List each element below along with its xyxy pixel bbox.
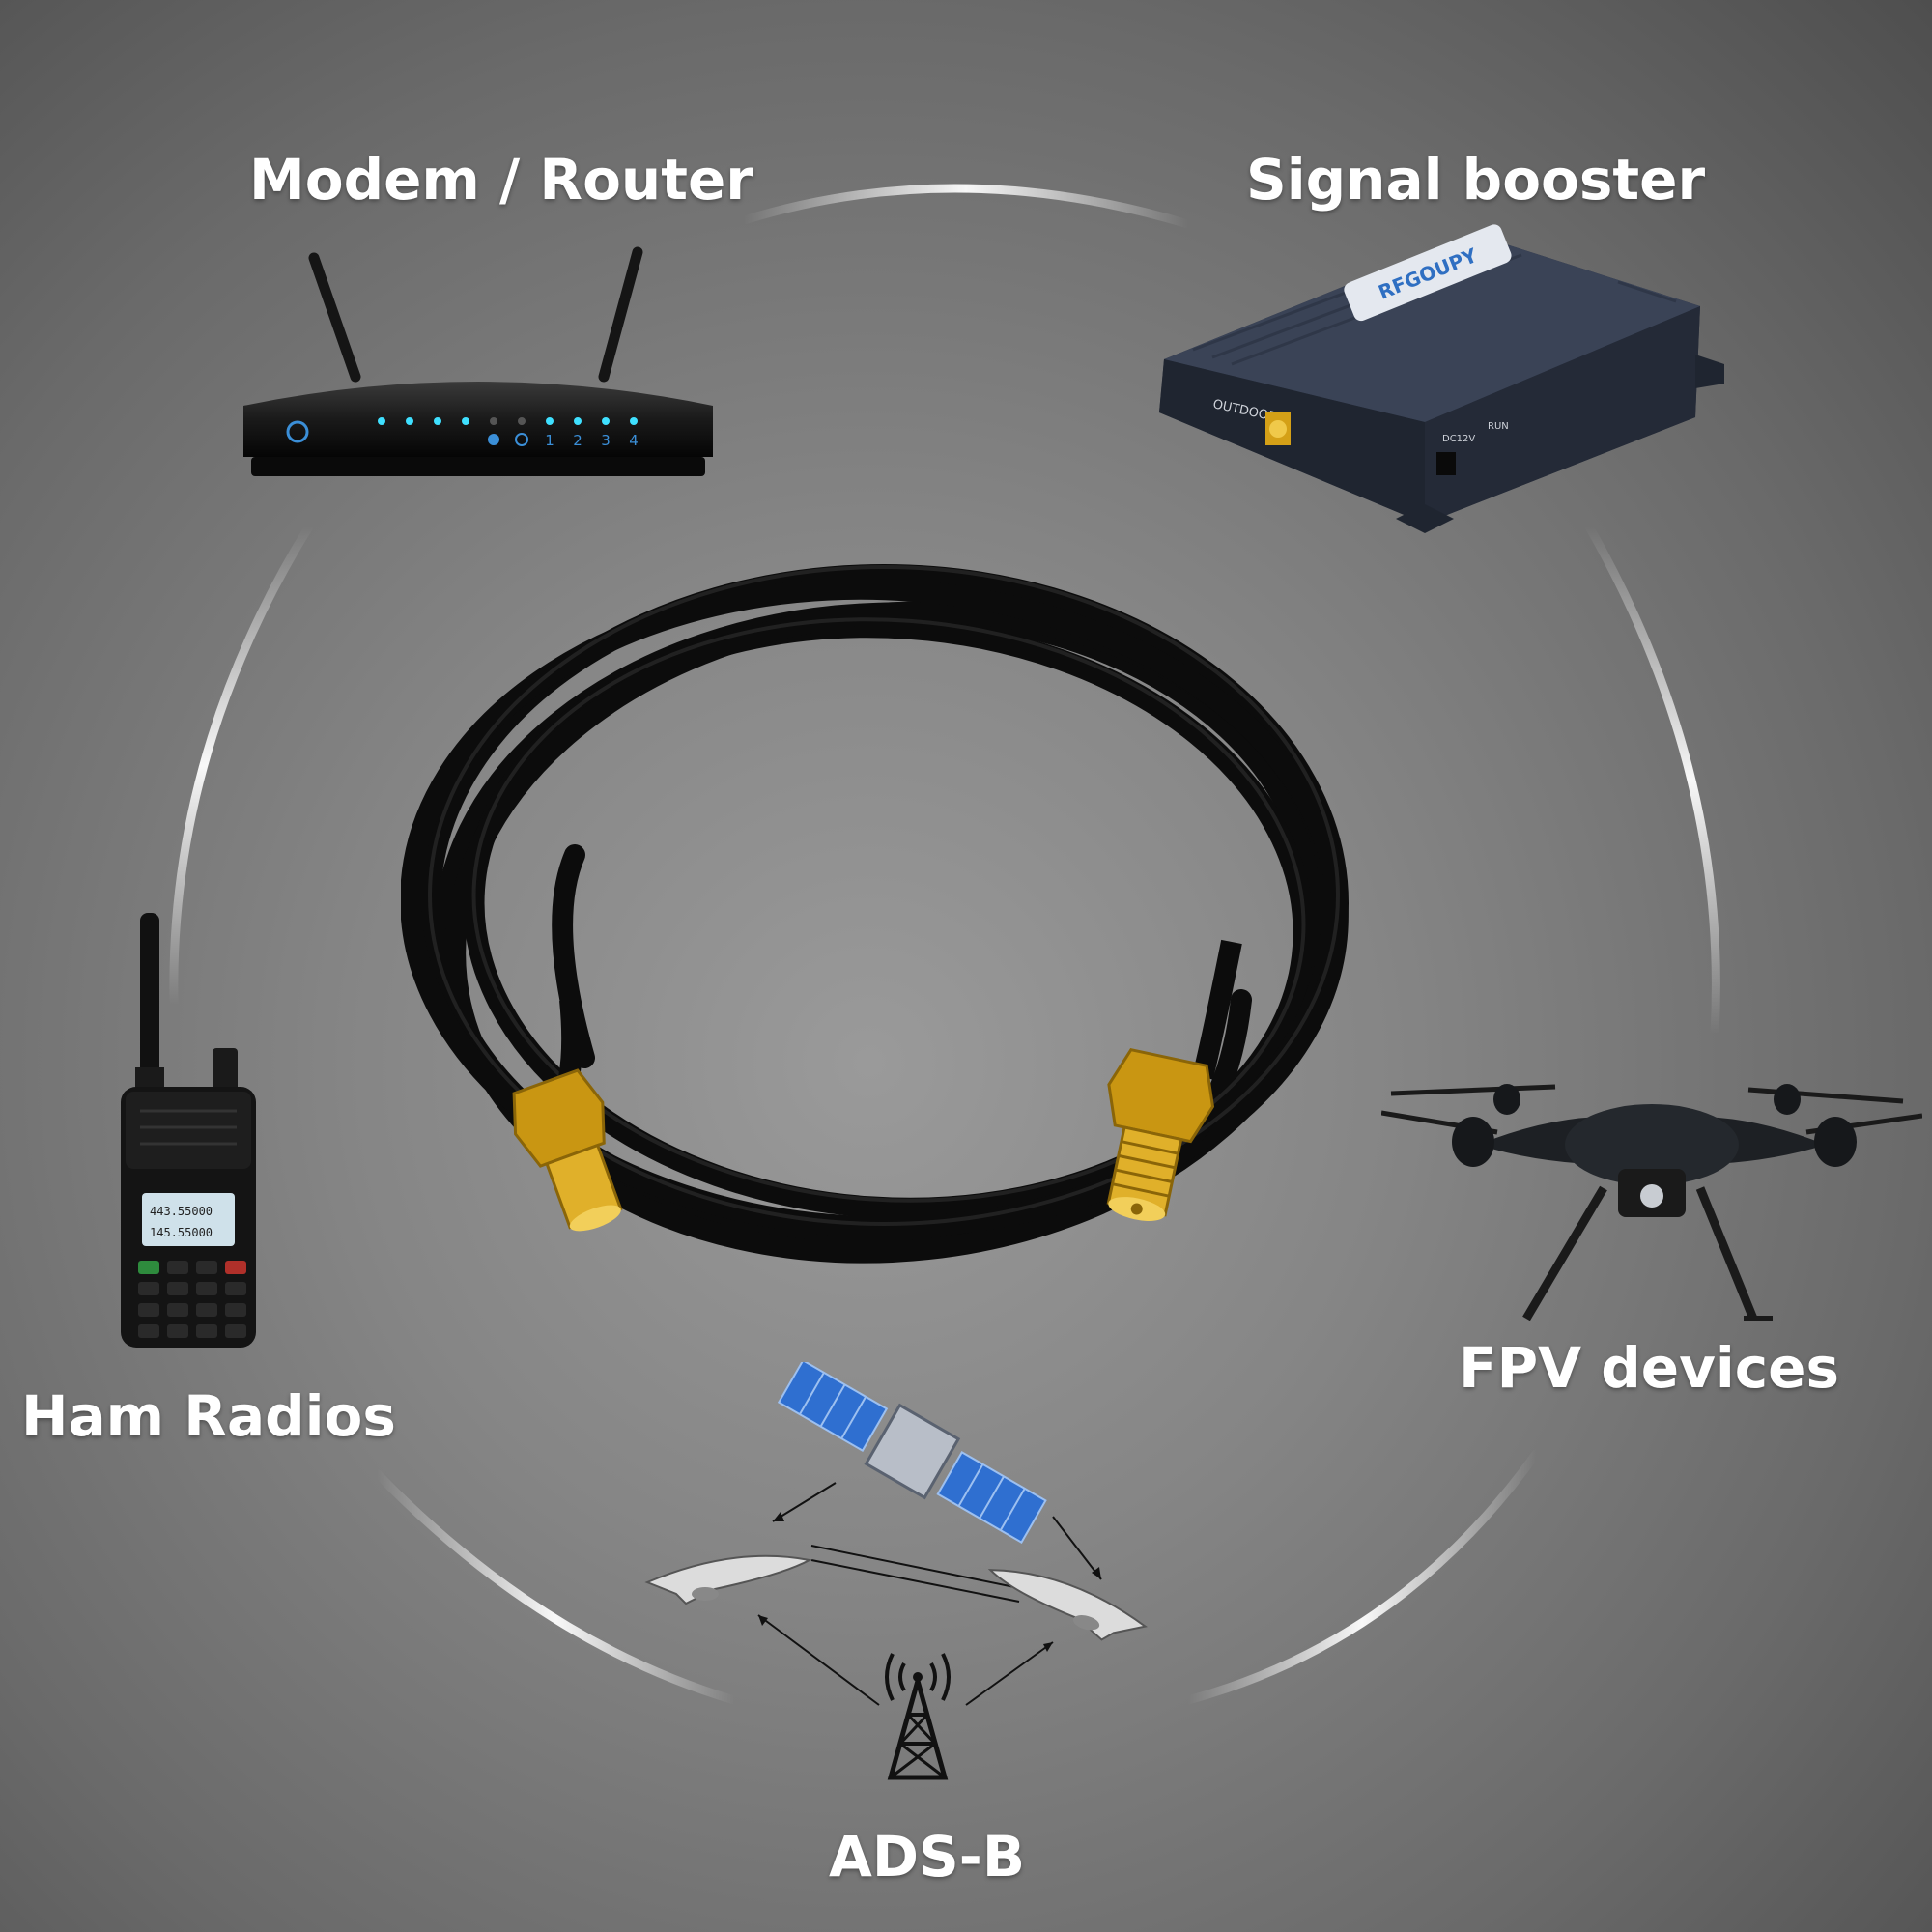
coaxial-cable-icon [401,536,1367,1309]
arc-left [169,522,314,1009]
label-ham-radios: Ham Radios [21,1383,396,1449]
svg-text:145.55000: 145.55000 [150,1226,213,1239]
sma-male-connector [512,1068,623,1232]
sma-female-connector [1106,1048,1215,1221]
arc-right [1584,522,1720,1038]
label-ads-b: ADS-B [829,1824,1026,1889]
airplane-icon [644,1554,812,1605]
label-modem-router: Modem / Router [249,147,753,213]
handheld-radio-icon: 443.55000 145.55000 [111,903,266,1367]
svg-text:RUN: RUN [1488,421,1509,432]
airplane-icon [987,1569,1148,1641]
ads-b-illustration [638,1362,1179,1826]
radio-tower-icon [885,1653,951,1780]
svg-text:3: 3 [601,432,611,449]
label-fpv-devices: FPV devices [1459,1335,1839,1401]
arc-bottom-right [1183,1449,1541,1705]
arc-top [739,184,1193,229]
arc-bottom-left [372,1468,739,1705]
svg-text:DC12V: DC12V [1442,434,1475,444]
router-icon: 1 2 3 4 [232,246,724,488]
satellite-icon [777,1362,1047,1545]
drone-icon [1381,1063,1922,1328]
svg-text:2: 2 [573,432,582,449]
svg-text:4: 4 [629,432,639,449]
svg-text:1: 1 [545,432,554,449]
label-signal-booster: Signal booster [1246,147,1706,213]
signal-booster-icon: RFGOUPY OUTDOOR DC12V RUN [1135,214,1734,533]
svg-text:443.55000: 443.55000 [150,1205,213,1218]
